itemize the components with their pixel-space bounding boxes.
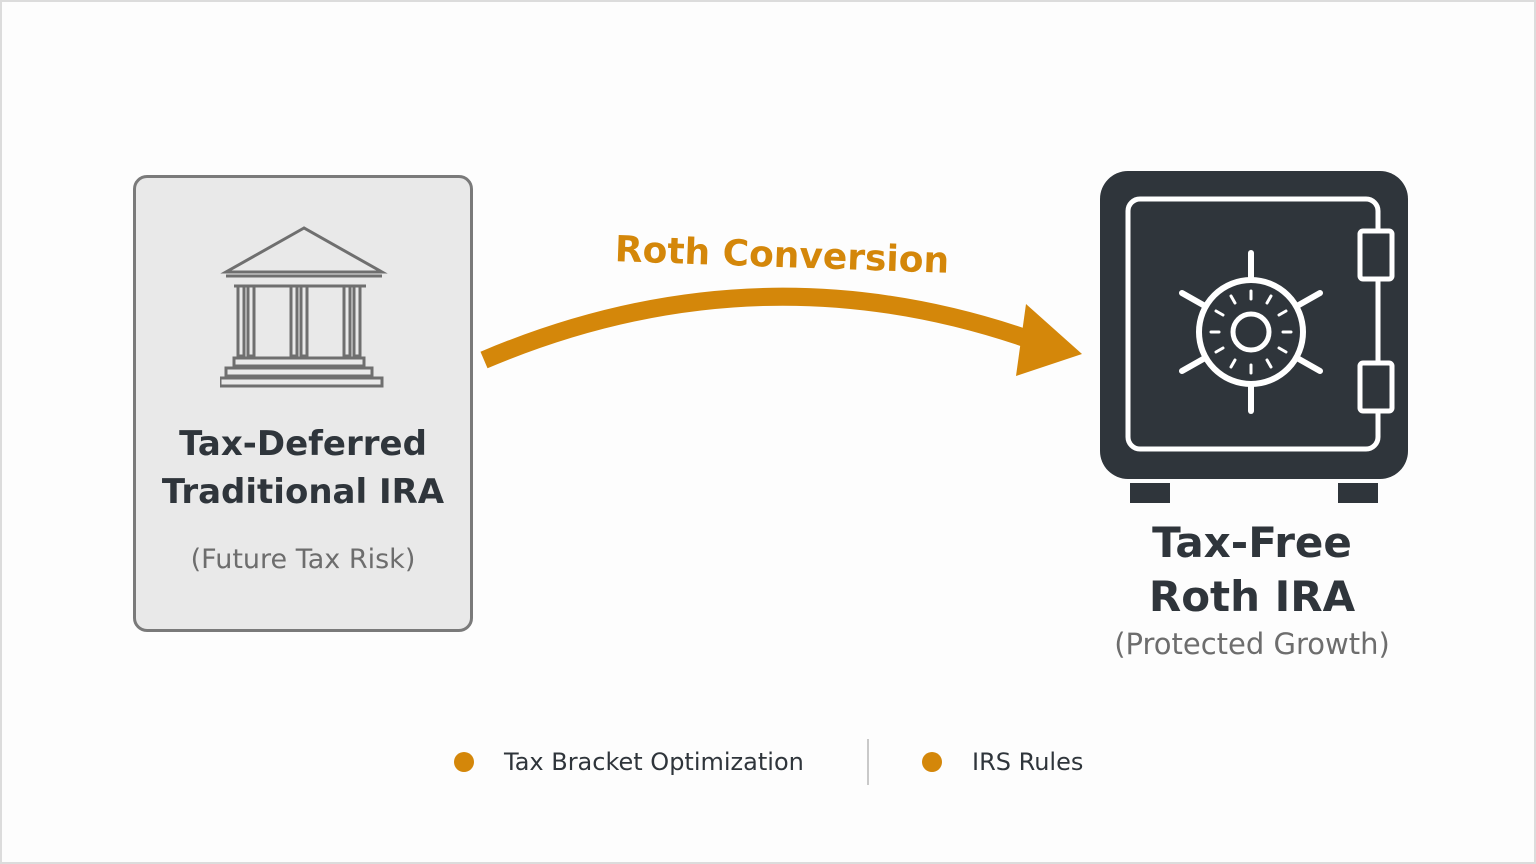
bank-building-icon: [220, 226, 388, 388]
roth-ira-title-line2: Roth IRA: [1148, 572, 1356, 621]
traditional-ira-title-line1: Tax-Deferred: [179, 424, 427, 464]
legend-label: Tax Bracket Optimization: [504, 748, 804, 776]
traditional-ira-card: [133, 175, 473, 632]
legend-label: IRS Rules: [972, 748, 1084, 776]
roth-ira-subtitle: (Protected Growth): [1114, 627, 1390, 661]
safe-vault-icon: [1100, 171, 1408, 503]
bullet-dot-icon: [454, 752, 474, 772]
roth-ira-title: Tax-Free Roth IRA: [1062, 516, 1442, 624]
legend-divider: [867, 739, 869, 785]
traditional-ira-title-line2: Traditional IRA: [161, 472, 445, 512]
legend: Tax Bracket Optimization IRS Rules: [442, 737, 1102, 787]
legend-item-tax-bracket: Tax Bracket Optimization: [454, 737, 804, 787]
traditional-ira-subtitle: (Future Tax Risk): [190, 544, 416, 575]
legend-item-irs-rules: IRS Rules: [922, 737, 1083, 787]
roth-conversion-label: Roth Conversion: [614, 229, 950, 282]
roth-ira-title-line1: Tax-Free: [1152, 518, 1352, 567]
traditional-ira-title: Tax-Deferred Traditional IRA: [133, 420, 473, 516]
bullet-dot-icon: [922, 752, 942, 772]
